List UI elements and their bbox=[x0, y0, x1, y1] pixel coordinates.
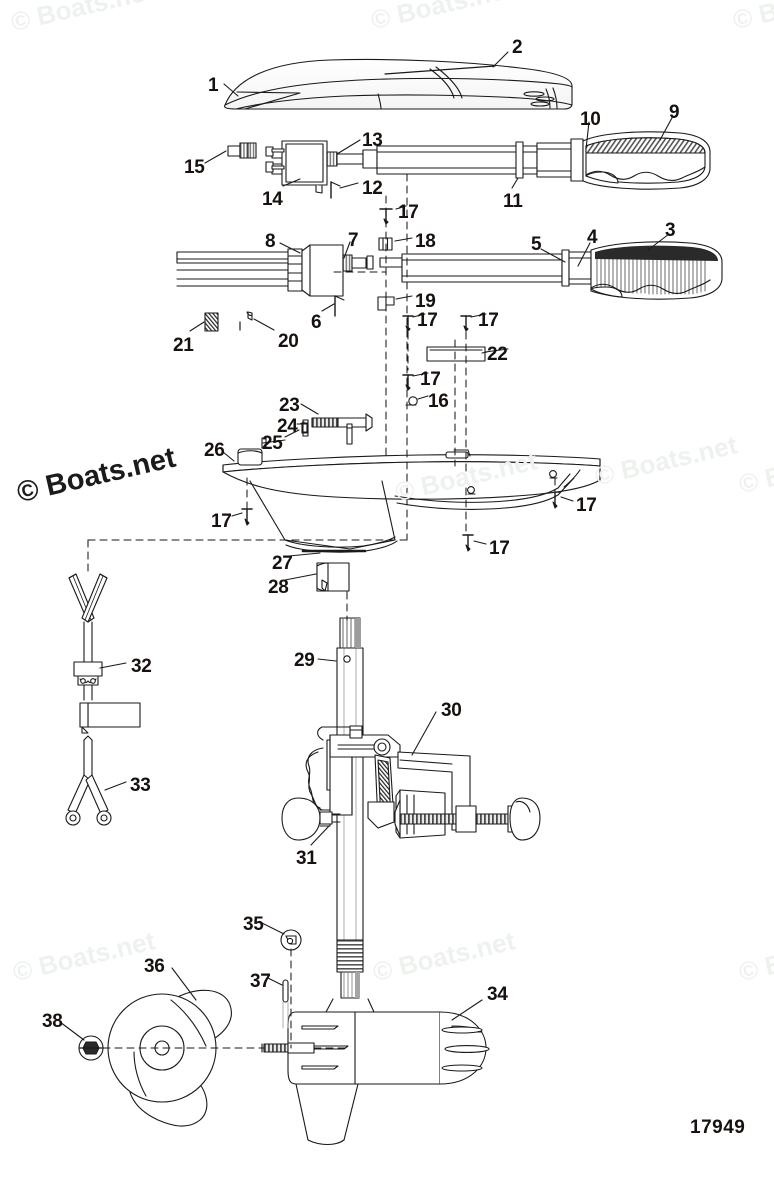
callout-11: 11 bbox=[503, 191, 523, 212]
part-38-nut bbox=[59, 1021, 104, 1061]
callout-18: 18 bbox=[415, 231, 436, 252]
callout-35: 35 bbox=[243, 914, 264, 935]
part-32-33-harness bbox=[65, 573, 141, 826]
callout-38: 38 bbox=[42, 1011, 63, 1032]
callout-29: 29 bbox=[294, 650, 315, 671]
callout-24: 24 bbox=[277, 416, 298, 437]
callout-1: 1 bbox=[208, 75, 219, 96]
part-34-motor-housing bbox=[287, 998, 490, 1146]
callout-33: 33 bbox=[130, 775, 151, 796]
callout-21: 21 bbox=[173, 335, 194, 356]
callout-10: 10 bbox=[580, 109, 601, 130]
callout-13: 13 bbox=[362, 130, 383, 151]
part-shell-cover bbox=[223, 51, 573, 110]
part-23-24-25 bbox=[261, 403, 373, 449]
callout-7: 7 bbox=[348, 230, 359, 251]
callout-25: 25 bbox=[262, 433, 283, 454]
callout-34: 34 bbox=[487, 984, 508, 1005]
assembly-dashed-lines bbox=[87, 173, 556, 1049]
callout-23: 23 bbox=[279, 395, 300, 416]
callout-12: 12 bbox=[362, 178, 383, 199]
callout-36: 36 bbox=[144, 956, 165, 977]
callout-2: 2 bbox=[512, 37, 523, 58]
diagram-part-number: 17949 bbox=[690, 1117, 746, 1138]
part-15-connector bbox=[204, 142, 257, 164]
callout-37: 37 bbox=[250, 971, 271, 992]
part-upper-control-head bbox=[265, 139, 378, 199]
callout-17b: 17 bbox=[417, 310, 438, 331]
part-upper-tiller bbox=[376, 115, 711, 190]
part-22-plate bbox=[426, 346, 509, 362]
callout-17g: 17 bbox=[489, 538, 510, 559]
callout-5: 5 bbox=[531, 234, 542, 255]
callout-17d: 17 bbox=[420, 369, 441, 390]
callout-16: 16 bbox=[428, 391, 449, 412]
part-lower-shaft-threads bbox=[336, 939, 364, 999]
part-21-20-smallparts bbox=[189, 311, 275, 332]
callout-30: 30 bbox=[441, 700, 462, 721]
part-36-propeller bbox=[107, 967, 232, 1127]
screw-17c bbox=[460, 315, 472, 332]
callout-19: 19 bbox=[415, 291, 436, 312]
part-35-37 bbox=[261, 922, 302, 1029]
callout-32: 32 bbox=[131, 656, 152, 677]
callout-3: 3 bbox=[665, 220, 676, 241]
callout-27: 27 bbox=[272, 553, 293, 574]
callout-8: 8 bbox=[265, 231, 276, 252]
screw-17e bbox=[241, 508, 253, 526]
screw-17b bbox=[402, 315, 414, 332]
screw-17g bbox=[462, 534, 474, 552]
part-27-28 bbox=[284, 549, 367, 592]
part-lower-tiller bbox=[401, 233, 723, 300]
callout-14: 14 bbox=[262, 189, 283, 210]
callout-17e: 17 bbox=[211, 511, 232, 532]
callout-28: 28 bbox=[268, 577, 289, 598]
part-lower-control-head bbox=[176, 241, 403, 317]
part-30-31-clamp bbox=[281, 711, 541, 846]
callout-17f: 17 bbox=[576, 495, 597, 516]
callout-31: 31 bbox=[296, 848, 317, 869]
callout-4: 4 bbox=[587, 227, 598, 248]
part-16-ring bbox=[405, 395, 429, 406]
callout-26: 26 bbox=[204, 440, 225, 461]
callout-20: 20 bbox=[278, 331, 299, 352]
screw-17d bbox=[402, 374, 414, 391]
callout-22: 22 bbox=[487, 344, 508, 365]
callout-15: 15 bbox=[184, 157, 205, 178]
part-26-mount-base bbox=[222, 448, 601, 553]
prop-shaft bbox=[261, 1042, 315, 1054]
callout-17a: 17 bbox=[398, 202, 419, 223]
callout-17c: 17 bbox=[478, 310, 499, 331]
callout-6: 6 bbox=[311, 312, 322, 333]
callout-9: 9 bbox=[669, 102, 680, 123]
